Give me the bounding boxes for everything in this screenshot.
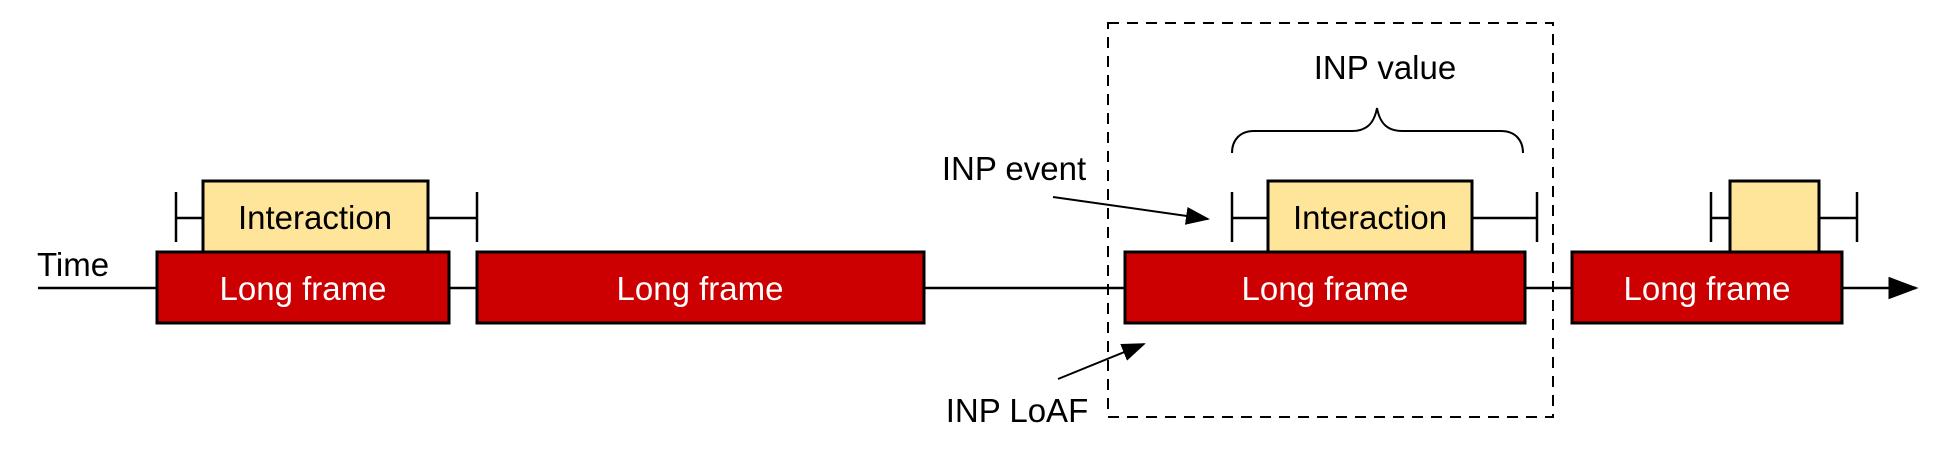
- inp-loaf-label: INP LoAF: [946, 392, 1088, 429]
- long-frame-4-label: Long frame: [1624, 270, 1791, 307]
- inp-value-brace: [1231, 107, 1524, 154]
- long-frame-2-box: [475, 250, 926, 325]
- interaction-1-box: [201, 179, 430, 254]
- interaction-3-box: [1728, 179, 1821, 254]
- time-axis-label: Time: [37, 246, 109, 283]
- long-frame-4-box: [1570, 250, 1844, 325]
- interaction-2: Interaction: [1230, 179, 1539, 254]
- interaction-1: Interaction: [174, 179, 479, 254]
- interaction-2-box: [1266, 179, 1474, 254]
- long-frame-3-label: Long frame: [1242, 270, 1409, 307]
- long-frame-3-box: [1123, 250, 1527, 325]
- long-frames: Long frame Long frame Long frame Long fr…: [155, 250, 1844, 325]
- long-frame-1-label: Long frame: [220, 270, 387, 307]
- inp-value-label: INP value: [1314, 49, 1456, 86]
- interaction-3: [1709, 179, 1859, 254]
- long-frame-1-box: [155, 250, 451, 325]
- inp-loaf-arrow: [1057, 343, 1146, 380]
- inp-event-arrow: [1052, 196, 1210, 225]
- interaction-2-label: Interaction: [1293, 199, 1447, 236]
- interaction-1-label: Interaction: [238, 199, 392, 236]
- long-frame-2-label: Long frame: [617, 270, 784, 307]
- inp-event-label: INP event: [942, 150, 1086, 187]
